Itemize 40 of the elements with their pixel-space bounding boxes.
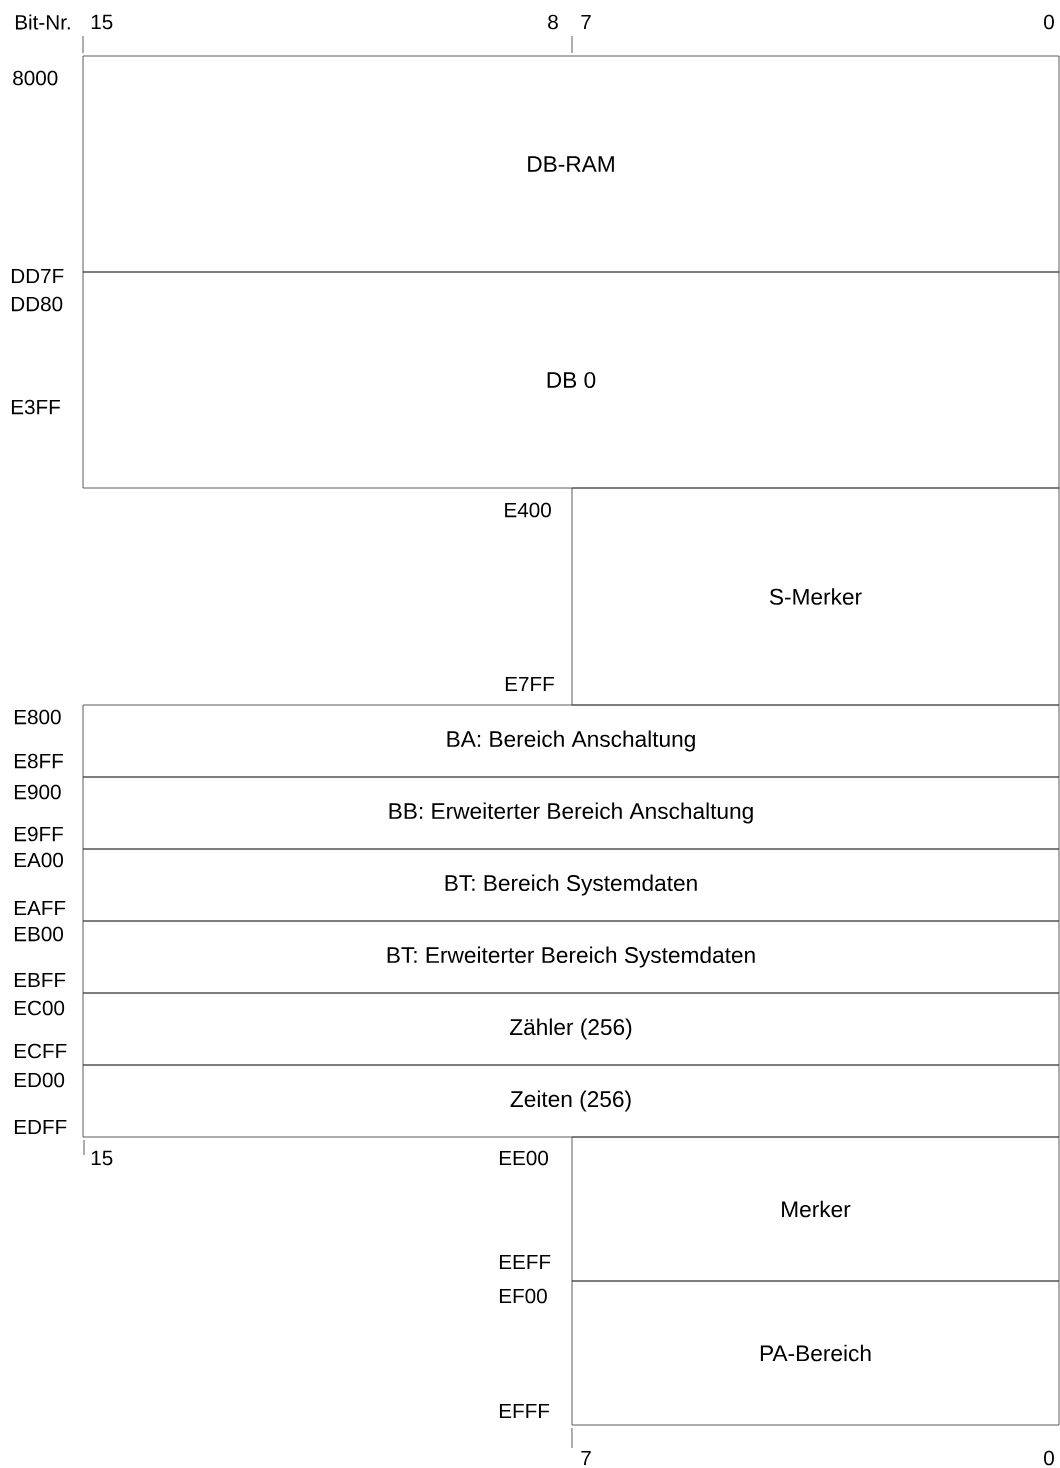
address-label: EE00 [499, 1150, 548, 1166]
address-label: EFFF [499, 1403, 550, 1419]
address-label: E400 [505, 502, 551, 518]
bit-number: 8 [548, 14, 558, 30]
address-label: ED00 [14, 1072, 65, 1088]
memory-region-box: Zeiten (256) [82, 1064, 1060, 1138]
address-label: E9FF [14, 826, 63, 842]
address-label: E800 [14, 709, 61, 725]
address-label: DD7F [11, 268, 64, 284]
memory-region-box: DB-RAM [82, 55, 1060, 273]
memory-region-box: Zähler (256) [82, 992, 1060, 1066]
address-label: EF00 [499, 1288, 547, 1304]
bit-number: 0 [1044, 1450, 1054, 1466]
address-label: EB00 [14, 926, 63, 942]
address-label: EAFF [14, 900, 66, 916]
address-label: EEFF [499, 1254, 551, 1270]
memory-region-box: BT: Bereich Systemdaten [82, 848, 1060, 922]
address-label: 8000 [13, 70, 58, 86]
address-label: E900 [14, 784, 61, 800]
address-label: DD80 [11, 296, 63, 312]
address-label: E7FF [505, 676, 554, 692]
address-label: EA00 [14, 852, 63, 868]
bit-number: 0 [1044, 14, 1054, 30]
memory-region-box: DB 0 [82, 271, 1060, 489]
memory-region-box: BA: Bereich Anschaltung [82, 704, 1060, 778]
memory-region-box: PA-Bereich [571, 1280, 1060, 1426]
memory-region-box: S-Merker [571, 487, 1060, 706]
bit-number: 7 [581, 14, 591, 30]
bit-number: 15 [91, 14, 113, 30]
address-label: EC00 [14, 1000, 65, 1016]
bit-number-heading: Bit-Nr. [15, 14, 70, 30]
address-label: E8FF [14, 753, 63, 769]
memory-region-box: BT: Erweiterter Bereich Systemdaten [82, 920, 1060, 994]
memory-region-box: BB: Erweiterter Bereich Anschaltung [82, 776, 1060, 850]
address-label: EDFF [14, 1119, 67, 1135]
address-label: E3FF [11, 399, 60, 415]
address-label: ECFF [14, 1043, 67, 1059]
bit-number: 7 [581, 1450, 591, 1466]
memory-region-box: Merker [571, 1136, 1060, 1282]
address-label: EBFF [14, 972, 66, 988]
